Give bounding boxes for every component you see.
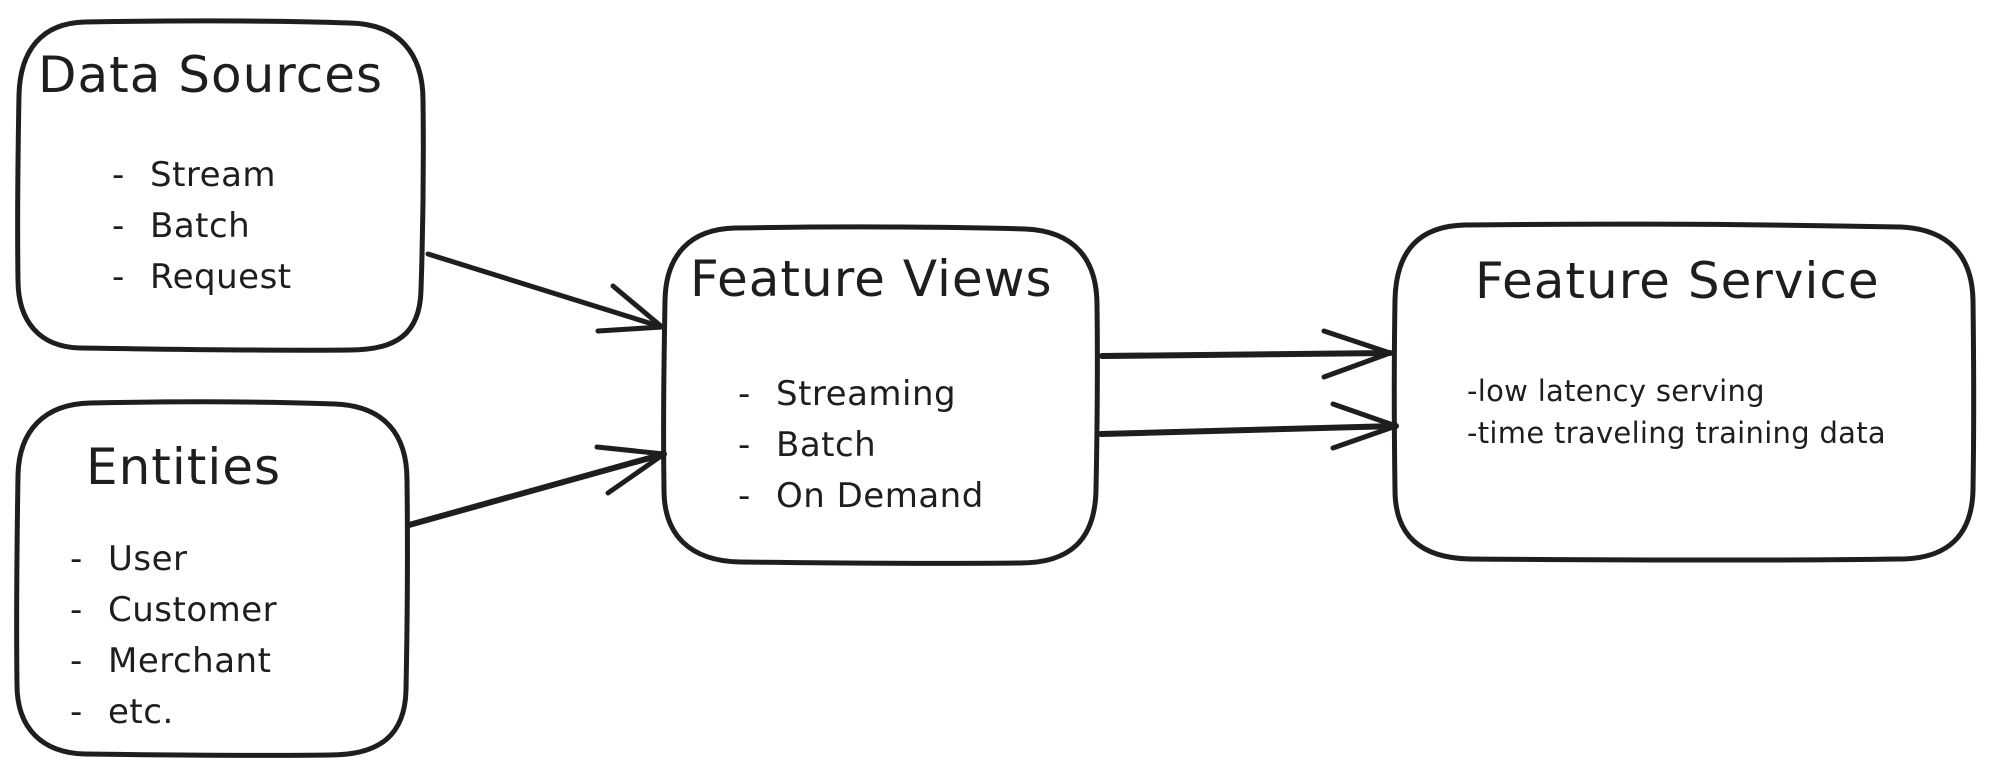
bullet-dash: - (112, 155, 125, 195)
bullet-dash: - (70, 641, 83, 681)
bullet-dash: - (70, 539, 83, 579)
edge-feature-views-to-feature-service-upper (1099, 328, 1393, 380)
data-sources-box (15, 18, 426, 353)
edge-feature-views-to-feature-service-lower (1098, 401, 1399, 451)
edge-entities-to-feature-views (406, 444, 667, 528)
bullet-dash: - (738, 476, 751, 516)
edge-line (1098, 423, 1399, 437)
bullet-dash: - (70, 590, 83, 630)
list-item-label: Merchant (108, 641, 272, 681)
list-item-label: Customer (108, 590, 278, 630)
list-item-label: Batch (150, 206, 251, 246)
list-item-label: etc. (108, 692, 174, 732)
list-item: -On Demand (738, 471, 984, 522)
node-item-list: -User -Customer -Merchant -etc. (70, 534, 277, 738)
list-item-label: Request (150, 257, 292, 297)
list-item-label: Streaming (776, 374, 957, 414)
edge-line (406, 451, 667, 528)
bullet-dash: - (738, 425, 751, 465)
bullet-dash: - (112, 257, 125, 297)
list-item-label: Stream (150, 155, 277, 195)
list-item: -Streaming (738, 369, 984, 420)
edge-line (425, 251, 665, 330)
list-item: -low latency serving (1467, 374, 1765, 408)
arrowhead-icon (595, 283, 665, 334)
list-item: -Request (112, 252, 292, 303)
list-item: -Batch (738, 420, 984, 471)
list-item-label: User (108, 539, 188, 579)
list-item: -Stream (112, 150, 292, 201)
feature-views-box (661, 224, 1100, 566)
edge-data-sources-to-feature-views (425, 251, 665, 334)
list-item-label: Batch (776, 425, 877, 465)
node-item-list: -low latency serving -time traveling tra… (1467, 370, 1886, 454)
node-title: Entities (86, 438, 282, 496)
arrowhead-icon (1330, 401, 1399, 451)
arrowhead-icon (594, 444, 667, 496)
node-item-list: -Streaming -Batch -On Demand (738, 369, 984, 522)
node-title: Feature Views (690, 250, 1053, 308)
node-item-list: -Stream -Batch -Request (112, 150, 292, 303)
list-item: -Customer (70, 585, 277, 636)
list-item: -time traveling training data (1467, 416, 1886, 450)
arrowhead-icon (1321, 328, 1393, 380)
entities-box (14, 399, 410, 758)
list-item-label: On Demand (776, 476, 984, 516)
bullet-dash: - (70, 692, 83, 732)
list-item: -etc. (70, 687, 277, 738)
list-item: -Merchant (70, 636, 277, 687)
edge-line (1099, 350, 1393, 359)
feature-service-box (1391, 221, 1977, 563)
bullet-dash: - (738, 374, 751, 414)
node-title: Feature Service (1475, 252, 1880, 310)
bullet-dash: - (112, 206, 125, 246)
list-item: -User (70, 534, 277, 585)
node-title: Data Sources (38, 46, 384, 104)
list-item: -Batch (112, 201, 292, 252)
